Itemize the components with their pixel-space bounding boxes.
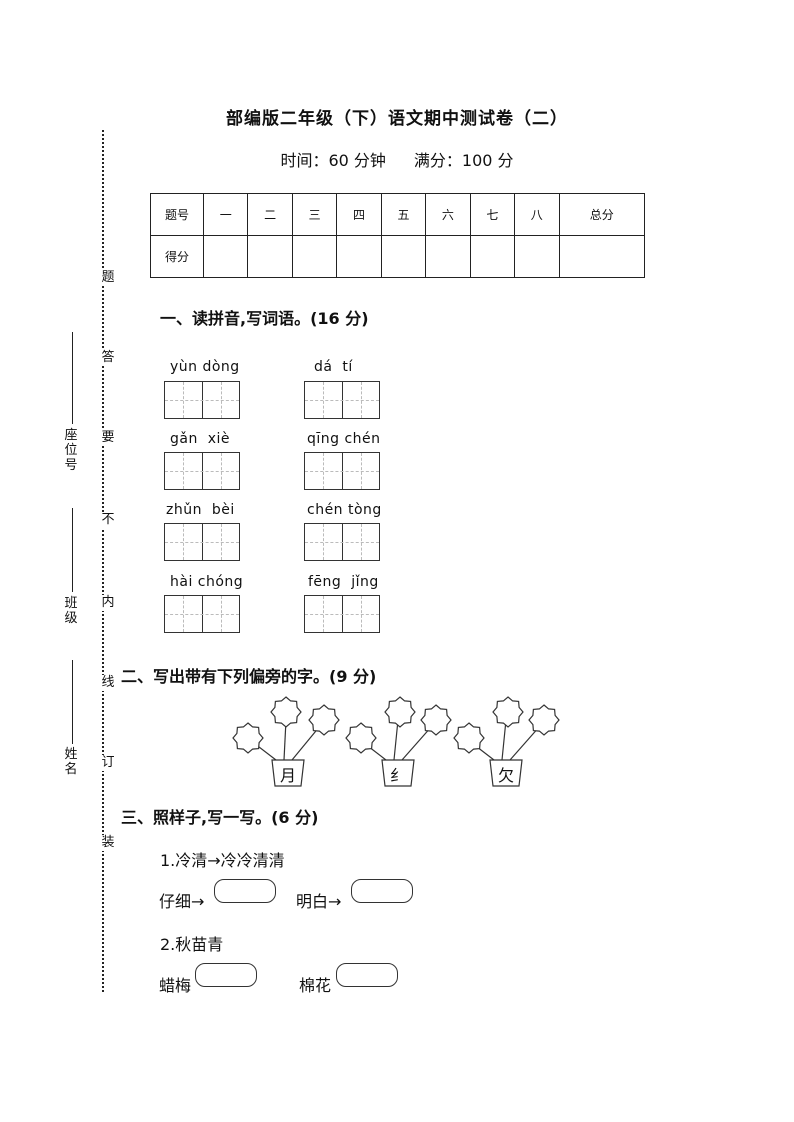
section3-heading: 三、照样子,写一写。(6 分) xyxy=(121,808,319,827)
flower-icon xyxy=(232,722,264,754)
table-cell: 一 xyxy=(202,193,249,236)
radical-label: 纟 xyxy=(389,766,406,785)
table-cell: 得分 xyxy=(150,235,204,278)
tianzige-grid[interactable] xyxy=(164,523,240,561)
flower-pot-3 xyxy=(453,696,560,787)
table-cell: 七 xyxy=(469,193,516,236)
flower-icon xyxy=(384,696,416,728)
flower-icon xyxy=(453,722,485,754)
score-input-cell[interactable] xyxy=(336,235,382,278)
name-label: 姓名 xyxy=(64,747,78,777)
section1-heading: 一、读拼音,写词语。(16 分) xyxy=(160,309,369,328)
example-1: 1.冷清→冷冷清清 xyxy=(160,851,285,870)
margin-char: 要 xyxy=(100,430,116,446)
score-input-cell[interactable] xyxy=(291,235,338,278)
page-title: 部编版二年级（下）语文期中测试卷（二） xyxy=(226,109,568,129)
flower-icon xyxy=(308,704,340,736)
exercise-prompt: 仔细→ xyxy=(159,892,205,911)
flower-icon xyxy=(345,722,377,754)
score-input-cell[interactable] xyxy=(380,235,427,278)
answer-oval[interactable] xyxy=(351,879,413,903)
exam-full-score: 满分：100 分 xyxy=(413,151,514,170)
answer-oval[interactable] xyxy=(195,963,257,987)
seat-number-label: 座位号 xyxy=(64,428,78,473)
tianzige-grid[interactable] xyxy=(304,595,380,633)
radical-label: 月 xyxy=(279,766,296,785)
tianzige-grid[interactable] xyxy=(304,381,380,419)
score-table-score-row: 得分 xyxy=(150,235,645,278)
pinyin-label: zhǔn bèi xyxy=(166,502,235,518)
tianzige-grid[interactable] xyxy=(164,595,240,633)
exam-info: 时间：60 分钟 满分：100 分 xyxy=(0,147,794,171)
margin-char: 线 xyxy=(100,675,116,691)
pinyin-label: chén tòng xyxy=(307,502,382,518)
answer-oval[interactable] xyxy=(336,963,398,987)
flower-pot-1 xyxy=(232,696,340,787)
class-line xyxy=(72,508,73,592)
score-input-cell[interactable] xyxy=(514,235,560,278)
margin-char: 内 xyxy=(100,595,116,611)
margin-char: 答 xyxy=(100,350,116,366)
pinyin-label: qīng chén xyxy=(307,431,381,447)
pinyin-label: dá tí xyxy=(314,359,353,375)
flower-icon xyxy=(528,704,560,736)
binding-dotted-line xyxy=(102,130,104,992)
score-table: 题号 一 二 三 四 五 六 七 八 总分 得分 xyxy=(150,193,645,278)
table-cell: 四 xyxy=(336,193,382,236)
table-cell: 八 xyxy=(514,193,560,236)
margin-char: 装 xyxy=(100,835,116,851)
margin-char: 不 xyxy=(100,512,116,528)
margin-char: 订 xyxy=(100,755,116,771)
score-table-header-row: 题号 一 二 三 四 五 六 七 八 总分 xyxy=(150,193,645,236)
exercise-prompt: 明白→ xyxy=(296,892,342,911)
name-line xyxy=(72,660,73,744)
flower-icon xyxy=(492,696,524,728)
score-input-cell[interactable] xyxy=(425,235,471,278)
score-input-cell[interactable] xyxy=(469,235,516,278)
tianzige-grid[interactable] xyxy=(304,523,380,561)
seat-number-line xyxy=(72,332,73,424)
tianzige-grid[interactable] xyxy=(304,452,380,490)
score-input-cell[interactable] xyxy=(558,235,645,278)
score-input-cell[interactable] xyxy=(247,235,293,278)
section2-heading: 二、写出带有下列偏旁的字。(9 分) xyxy=(121,667,377,686)
exercise-prompt: 蜡梅 xyxy=(159,976,192,995)
pinyin-label: hài chóng xyxy=(170,574,244,590)
score-input-cell[interactable] xyxy=(202,235,249,278)
flower-icon xyxy=(270,696,302,728)
answer-oval[interactable] xyxy=(214,879,276,903)
margin-char: 题 xyxy=(100,270,116,286)
pinyin-label: fēng jǐng xyxy=(308,574,379,590)
pinyin-label: yùn dòng xyxy=(170,359,240,375)
exam-time: 时间：60 分钟 xyxy=(280,151,386,170)
table-cell: 总分 xyxy=(558,193,645,236)
table-cell: 六 xyxy=(425,193,471,236)
table-cell: 五 xyxy=(380,193,427,236)
tianzige-grid[interactable] xyxy=(164,381,240,419)
table-cell: 题号 xyxy=(150,193,204,236)
tianzige-grid[interactable] xyxy=(164,452,240,490)
flower-icon xyxy=(420,704,452,736)
table-cell: 二 xyxy=(247,193,293,236)
class-label: 班级 xyxy=(64,596,78,626)
flower-pots-illustration xyxy=(232,696,560,787)
example-2: 2.秋苗青 xyxy=(160,935,224,954)
table-cell: 三 xyxy=(291,193,338,236)
exercise-prompt: 棉花 xyxy=(299,976,332,995)
flower-pot-2 xyxy=(345,696,452,787)
radical-label: 欠 xyxy=(497,766,514,785)
pinyin-label: gǎn xiè xyxy=(170,431,231,447)
